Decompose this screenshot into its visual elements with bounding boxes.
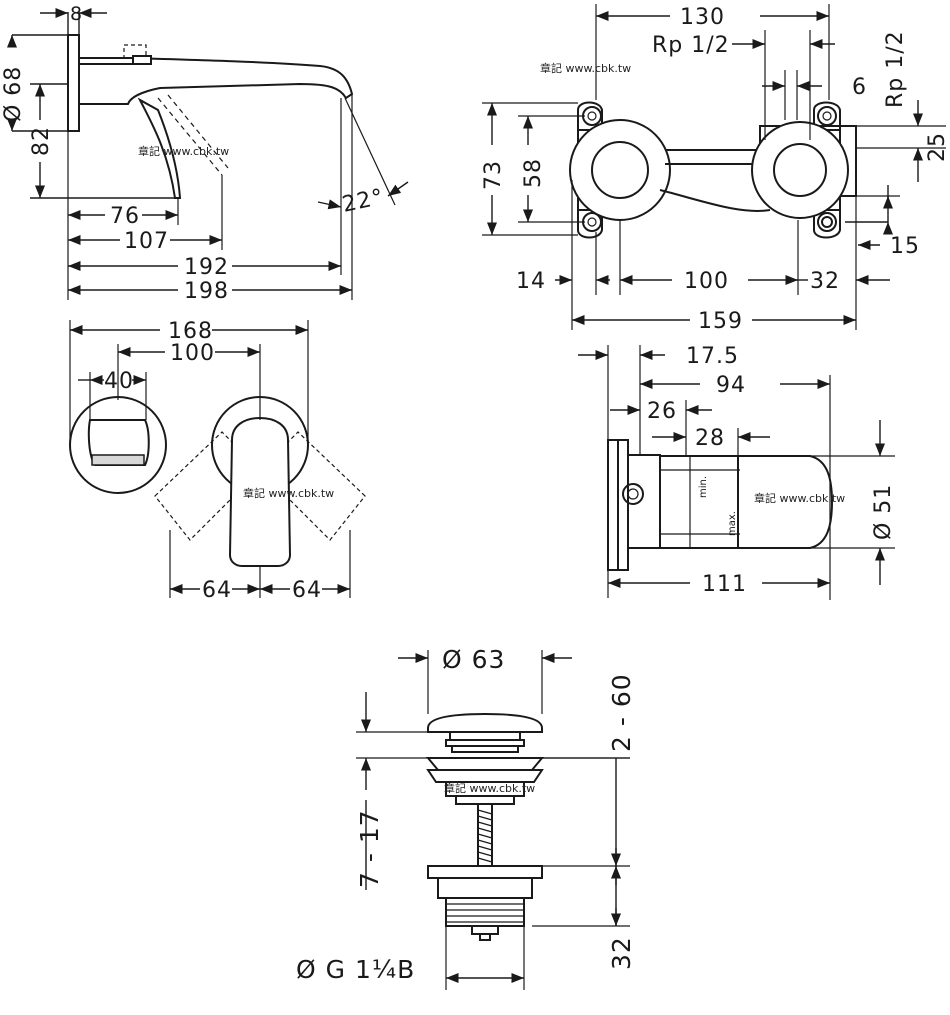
mounting-body-view: 130 Rp 1/2 Rp 1/2 6 25 73 58 [481,4,950,334]
dim-94: 94 [716,373,746,398]
dim-17-5: 17.5 [686,344,739,369]
spout-rosette [69,396,167,494]
spout-outline [78,57,354,105]
dim-73: 73 [481,160,506,190]
lever-front [228,416,292,567]
dim-76: 76 [110,204,140,229]
dim-28: 28 [695,426,725,451]
rp-right: Rp 1/2 [883,30,908,108]
dim-130: 130 [680,5,725,30]
dim-25: 25 [925,132,950,162]
watermark: 章記 www.cbk.tw [138,144,229,158]
dim-14: 14 [516,269,546,294]
mark-max: max. [727,511,738,536]
dim-100-front: 100 [170,341,215,366]
dim-198: 198 [184,279,229,304]
watermark-4: 章記 www.cbk.tw [754,491,845,505]
dim-2-60: 2 - 60 [607,673,636,752]
dim-64-right: 64 [292,578,322,603]
dim-32-valve: 32 [607,936,636,970]
body-cylinder [659,455,834,549]
dim-107: 107 [124,229,169,254]
dim-32: 32 [810,269,840,294]
dim-40: 40 [104,369,134,394]
left-body-outer [569,119,671,221]
body-side-view: min. max. 17.5 94 26 28 Ø 51 111 章記 ww [578,344,896,600]
wall-plate [67,34,80,132]
dim-64-left: 64 [202,578,232,603]
side-view: 8 Ø 68 82 76 107 192 198 [1,3,409,304]
dim-100: 100 [684,269,729,294]
dim-192: 192 [184,255,229,280]
dim-26: 26 [647,399,677,424]
rp-left: Rp 1/2 [652,33,730,58]
mark-min: min. [698,476,709,498]
watermark-2: 章記 www.cbk.tw [540,61,631,75]
dim-51: Ø 51 [871,484,896,540]
dim-58: 58 [521,158,546,188]
dim-6: 6 [852,75,867,100]
right-body-outer [751,121,849,219]
dim-63: Ø 63 [442,645,505,674]
dim-82: 82 [29,126,54,156]
dim-7-17: 7 - 17 [355,809,384,888]
dim-111: 111 [702,572,747,597]
watermark-3: 章記 www.cbk.tw [243,486,334,500]
dim-68: Ø 68 [1,66,26,122]
dim-8: 8 [70,3,82,25]
front-view: 168 100 40 64 64 章記 www.cbk.tw [69,319,366,603]
watermark-5: 章記 www.cbk.tw [444,781,535,795]
dim-thread: Ø G 1¼B [296,955,415,984]
waste-valve-view: Ø 63 2 - 60 7 - 17 32 Ø G 1¼B 章記 www.cbk… [296,645,636,990]
dim-15: 15 [890,234,920,259]
valve-cap [427,712,543,733]
dim-159: 159 [698,309,743,334]
dim-22-deg: 22° [340,185,386,218]
dim-168: 168 [168,319,213,344]
